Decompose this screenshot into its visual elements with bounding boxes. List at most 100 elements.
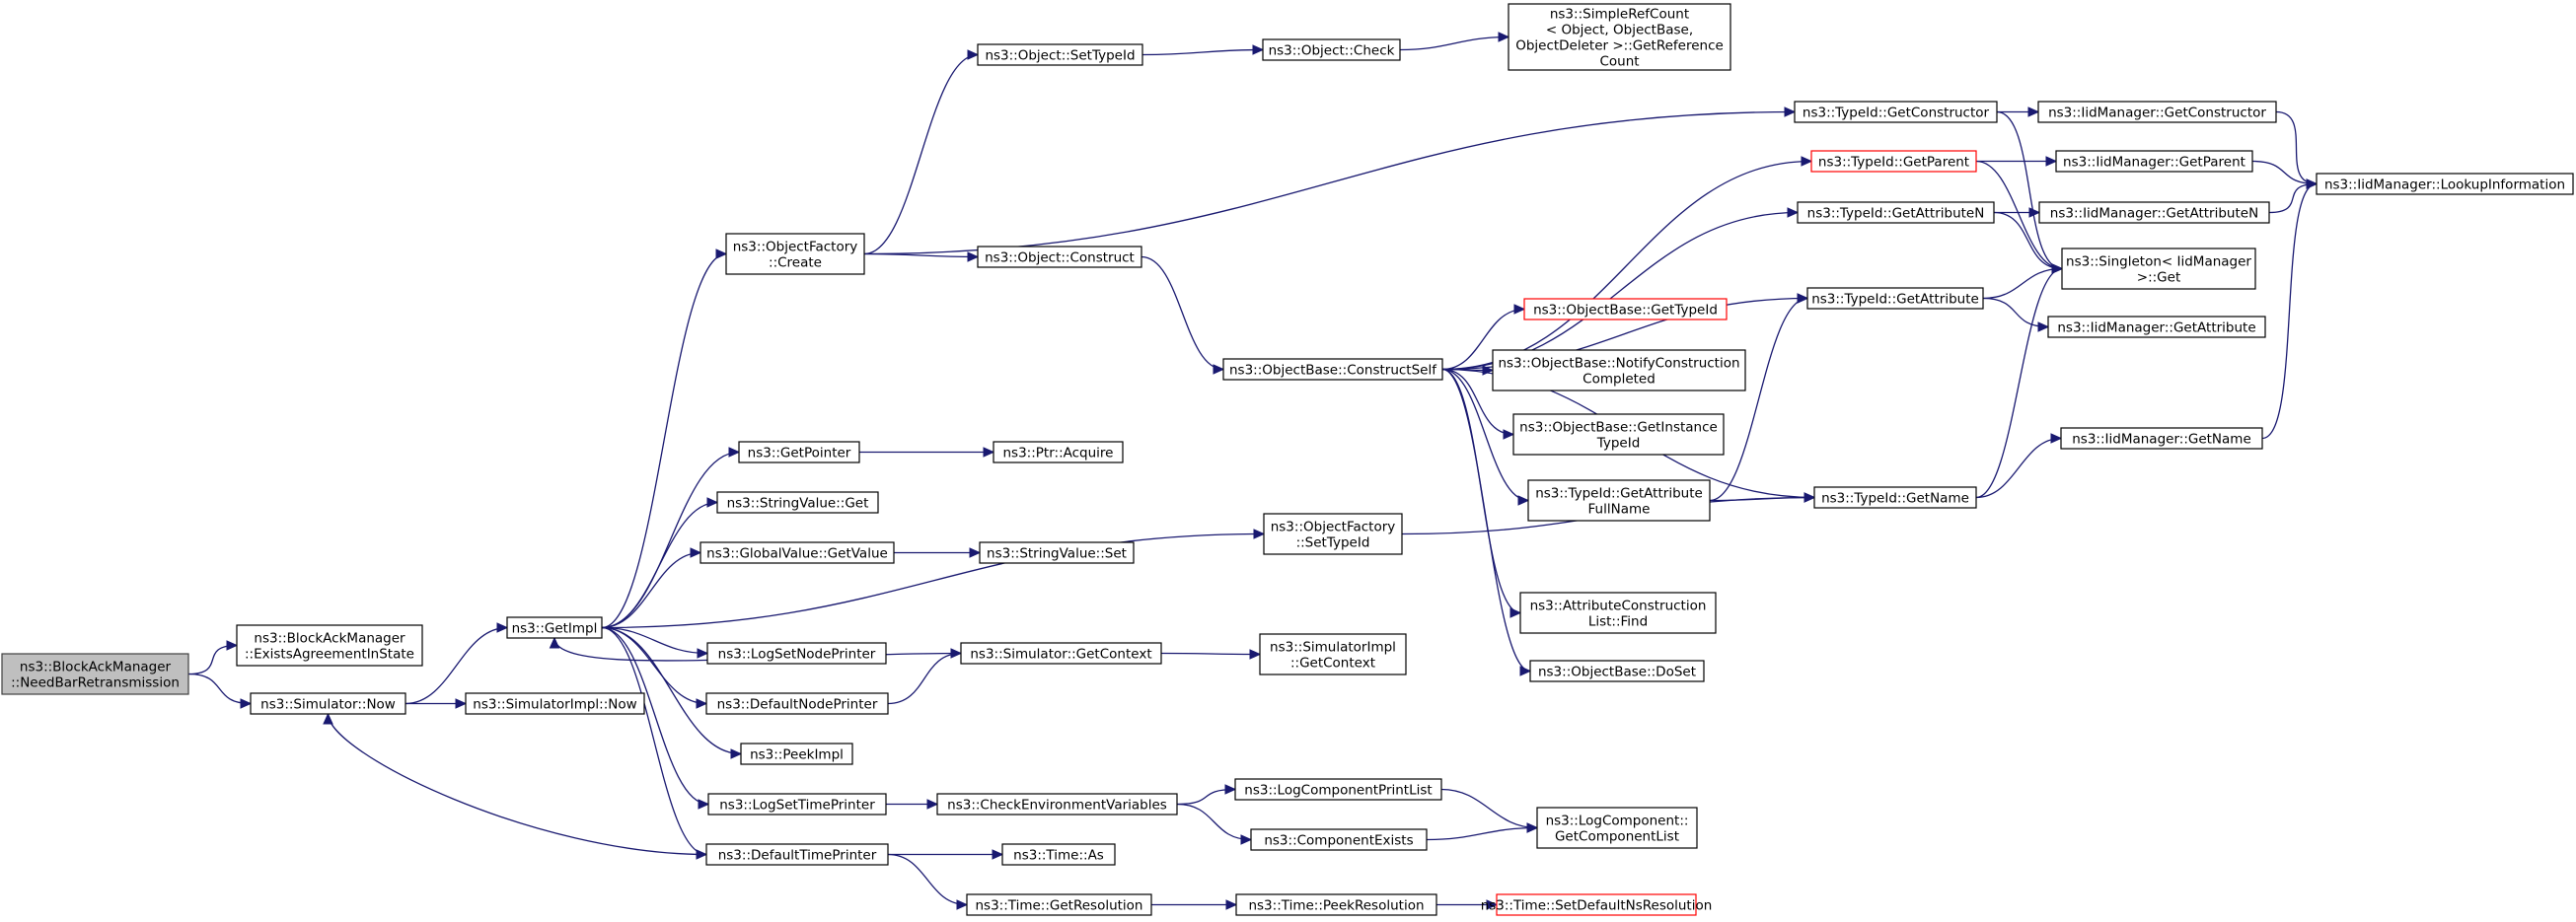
node-time-peekresolution[interactable]: ns3::Time::PeekResolution bbox=[1235, 893, 1437, 916]
arrowhead bbox=[967, 251, 980, 262]
edge-objfactory-create-to-obj-construct bbox=[863, 252, 979, 258]
node-simplerefcount[interactable]: ns3::SimpleRefCount< Object, ObjectBase,… bbox=[1508, 3, 1731, 71]
node-box bbox=[979, 541, 1135, 564]
node-objbase-notify[interactable]: ns3::ObjectBase::NotifyConstructionCompl… bbox=[1492, 349, 1746, 391]
edge-componentexists-to-logcomponent-getlist bbox=[1426, 826, 1538, 841]
node-getpointer[interactable]: ns3::GetPointer bbox=[738, 441, 860, 463]
node-iid-getparent[interactable]: ns3::IidManager::GetParent bbox=[2055, 150, 2253, 173]
arrowhead bbox=[956, 899, 969, 910]
node-iid-getattribute[interactable]: ns3::IidManager::GetAttribute bbox=[2047, 316, 2266, 338]
edge-getimpl-to-globalvalue-getvalue bbox=[601, 551, 701, 629]
node-box bbox=[1262, 38, 1401, 61]
node-typeid-getattribute[interactable]: ns3::TypeId::GetAttribute bbox=[1806, 287, 1984, 310]
edge-getimpl-to-logsetnodeprinter bbox=[601, 626, 708, 655]
edge-typeid-getname-to-iid-getname bbox=[1975, 437, 2062, 499]
call-edges bbox=[187, 32, 2318, 910]
node-objfactory-settypeid[interactable]: ns3::ObjectFactory::SetTypeId bbox=[1263, 513, 1403, 555]
edge-objfactory-create-to-obj-settypeid bbox=[863, 53, 979, 255]
node-label-line: ns3::Simulator::Now bbox=[260, 697, 396, 713]
arrowhead bbox=[950, 648, 963, 659]
node-box bbox=[2037, 101, 2277, 123]
node-simimpl-now[interactable]: ns3::SimulatorImpl::Now bbox=[465, 692, 645, 715]
edge-getimpl-to-peekimpl bbox=[601, 626, 742, 755]
arrowhead bbox=[1797, 293, 1809, 304]
node-box bbox=[1797, 201, 1995, 224]
node-ptr-acquire[interactable]: ns3::Ptr::Acquire bbox=[993, 441, 1124, 463]
node-box bbox=[1222, 358, 1443, 381]
node-logcomponent-getlist[interactable]: ns3::LogComponent::GetComponentList bbox=[1536, 807, 1698, 849]
node-label-line: ns3::Ptr::Acquire bbox=[1003, 446, 1114, 461]
node-exists-agreement[interactable]: ns3::BlockAckManager::ExistsAgreementInS… bbox=[236, 624, 423, 667]
edge-typeid-getattribute-to-iid-getattribute bbox=[1982, 297, 2049, 328]
arrowhead bbox=[1801, 156, 1813, 167]
node-box bbox=[705, 843, 889, 866]
node-objbase-doset[interactable]: ns3::ObjectBase::DoSet bbox=[1529, 660, 1705, 682]
node-label-line: ns3::ComponentExists bbox=[1264, 833, 1413, 849]
node-objbase-gettypeid[interactable]: ns3::ObjectBase::GetTypeId bbox=[1523, 298, 1728, 320]
node-iid-getattributen[interactable]: ns3::IidManager::GetAttributeN bbox=[2038, 201, 2270, 224]
node-time-getresolution[interactable]: ns3::Time::GetResolution bbox=[966, 893, 1152, 916]
node-sim-getcontext[interactable]: ns3::Simulator::GetContext bbox=[960, 642, 1162, 665]
node-logsetnodeprinter[interactable]: ns3::LogSetNodePrinter bbox=[706, 642, 887, 665]
node-label-line: ns3::IidManager::GetConstructor bbox=[2048, 106, 2266, 121]
node-globalvalue-getvalue[interactable]: ns3::GlobalValue::GetValue bbox=[699, 541, 895, 564]
node-objbase-constructself[interactable]: ns3::ObjectBase::ConstructSelf bbox=[1222, 358, 1443, 381]
node-singleton-get[interactable]: ns3::Singleton< IidManager>::Get bbox=[2061, 248, 2256, 290]
node-label-line: Count bbox=[1599, 54, 1639, 70]
node-time-as[interactable]: ns3::Time::As bbox=[1001, 843, 1116, 866]
node-checkenv[interactable]: ns3::CheckEnvironmentVariables bbox=[936, 793, 1178, 816]
edge-obj-check-to-simplerefcount bbox=[1399, 35, 1509, 51]
node-typeid-getname[interactable]: ns3::TypeId::GetName bbox=[1813, 486, 1977, 509]
edge-checkenv-to-logcomponentprintlist bbox=[1176, 788, 1236, 806]
node-typeid-getconstructor[interactable]: ns3::TypeId::GetConstructor bbox=[1794, 101, 1998, 123]
node-label-line: ns3::Object::SetTypeId bbox=[985, 48, 1135, 64]
node-box bbox=[1259, 633, 1407, 675]
node-typeid-getattributen[interactable]: ns3::TypeId::GetAttributeN bbox=[1797, 201, 1995, 224]
node-box bbox=[1810, 150, 1977, 173]
node-label-line: ::NeedBarRetransmission bbox=[11, 675, 180, 691]
node-iid-getconstructor[interactable]: ns3::IidManager::GetConstructor bbox=[2037, 101, 2277, 123]
node-obj-settypeid[interactable]: ns3::Object::SetTypeId bbox=[977, 43, 1143, 66]
node-label-line: ns3::TypeId::GetParent bbox=[1818, 155, 1969, 171]
node-obj-construct[interactable]: ns3::Object::Construct bbox=[977, 246, 1142, 268]
node-label-line: ns3::LogComponentPrintList bbox=[1244, 783, 1432, 799]
node-objfactory-create[interactable]: ns3::ObjectFactory::Create bbox=[725, 233, 865, 275]
node-time-setdefaultns[interactable]: ns3::Time::SetDefaultNsResolution bbox=[1481, 893, 1713, 916]
arrowhead bbox=[1787, 207, 1800, 218]
node-box bbox=[1235, 893, 1437, 916]
node-iid-lookup[interactable]: ns3::IidManager::LookupInformation bbox=[2316, 173, 2574, 195]
node-root[interactable]: ns3::BlockAckManager::NeedBarRetransmiss… bbox=[1, 653, 189, 695]
node-label-line: FullName bbox=[1588, 502, 1651, 518]
node-getimpl[interactable]: ns3::GetImpl bbox=[506, 616, 603, 639]
edge-objbase-constructself-to-objbase-gettypeid bbox=[1441, 308, 1525, 371]
node-sim-now[interactable]: ns3::Simulator::Now bbox=[250, 692, 406, 715]
node-box bbox=[699, 541, 895, 564]
node-box bbox=[1794, 101, 1998, 123]
node-typeid-getparent[interactable]: ns3::TypeId::GetParent bbox=[1810, 150, 1977, 173]
node-defaultnodeprinter[interactable]: ns3::DefaultNodePrinter bbox=[705, 692, 889, 715]
node-label-line: ns3::TypeId::GetAttribute bbox=[1811, 292, 1979, 308]
node-stringvalue-get[interactable]: ns3::StringValue::Get bbox=[716, 491, 879, 514]
node-stringvalue-set[interactable]: ns3::StringValue::Set bbox=[979, 541, 1135, 564]
node-logcomponentprintlist[interactable]: ns3::LogComponentPrintList bbox=[1234, 778, 1442, 801]
node-label-line: ns3::SimulatorImpl::Now bbox=[473, 697, 636, 713]
edge-root-to-sim-now bbox=[187, 673, 252, 705]
node-obj-check[interactable]: ns3::Object::Check bbox=[1262, 38, 1401, 61]
arrowhead bbox=[992, 849, 1004, 860]
node-iid-getname[interactable]: ns3::IidManager::GetName bbox=[2060, 427, 2263, 450]
node-defaulttimeprinter[interactable]: ns3::DefaultTimePrinter bbox=[705, 843, 889, 866]
arrowhead bbox=[728, 447, 741, 458]
node-label-line: ns3::LogComponent:: bbox=[1546, 814, 1689, 829]
arrowhead bbox=[2051, 263, 2064, 274]
node-box bbox=[465, 692, 645, 715]
node-box bbox=[725, 233, 865, 275]
node-simimpl-getcontext[interactable]: ns3::SimulatorImpl::GetContext bbox=[1259, 633, 1407, 675]
node-componentexists[interactable]: ns3::ComponentExists bbox=[1250, 828, 1428, 851]
node-peekimpl[interactable]: ns3::PeekImpl bbox=[740, 743, 853, 765]
function-nodes: ns3::BlockAckManager::NeedBarRetransmiss… bbox=[1, 3, 2574, 916]
node-logsettimeprinter[interactable]: ns3::LogSetTimePrinter bbox=[707, 793, 887, 816]
arrowhead bbox=[1253, 529, 1266, 539]
